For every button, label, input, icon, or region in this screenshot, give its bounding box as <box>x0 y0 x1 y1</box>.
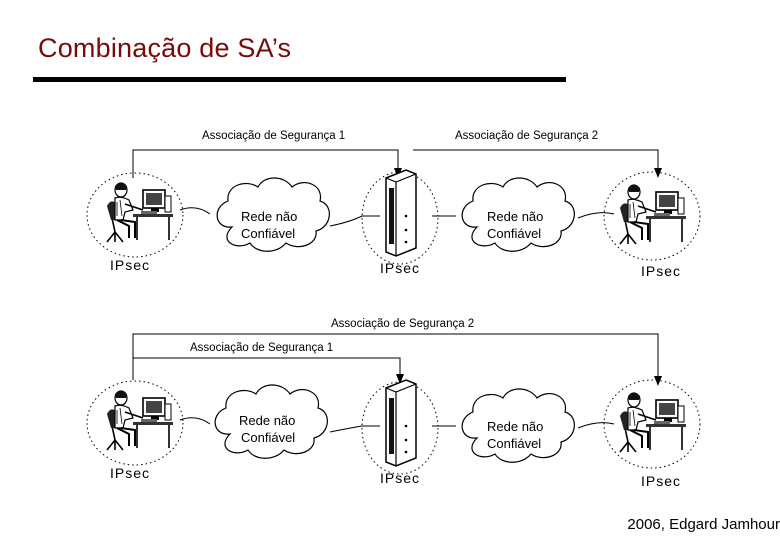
link-left-bottom <box>179 417 211 425</box>
workstation-user-icon <box>619 184 687 245</box>
ipsec-label-host-left-bottom: IPsec <box>110 465 150 481</box>
title-underline <box>33 77 566 82</box>
sa1-bracket-bottom <box>133 357 401 378</box>
link-right-bottom <box>577 422 615 429</box>
workstation-user-icon <box>106 182 174 243</box>
sa2-label-top: Associação de Segurança 2 <box>455 130 598 142</box>
cloud-left-line1-top: Rede não <box>241 209 297 224</box>
host-zone-right-bottom <box>603 379 701 469</box>
footer-credit: 2006, Edgard Jamhour <box>627 516 780 533</box>
ipsec-label-host-right-bottom: IPsec <box>641 473 681 489</box>
cloud-left-line2-bottom: Confiável <box>241 430 295 445</box>
link-left-top <box>179 207 211 215</box>
cloud-right-line2-bottom: Confiável <box>487 436 541 451</box>
sa2-arrowhead-bottom <box>654 376 662 386</box>
cloud-right-line1-top: Rede não <box>487 209 543 224</box>
top-diagram: Associação de Segurança 1 Associação de … <box>86 130 701 279</box>
bottom-diagram: Associação de Segurança 2 Associação de … <box>86 318 701 489</box>
sa2-arrowhead-top <box>654 168 662 178</box>
ipsec-label-gateway-top: IPsec <box>380 260 420 276</box>
gateway-router-icon <box>385 379 417 467</box>
sa1-arrowhead-bottom <box>396 374 404 384</box>
host-zone-right-top <box>603 171 701 261</box>
workstation-user-icon <box>619 392 687 453</box>
link-center-left-top <box>329 215 380 227</box>
cloud-right-line1-bottom: Rede não <box>487 419 543 434</box>
sa2-label-bottom: Associação de Segurança 2 <box>331 318 474 330</box>
host-zone-left-top <box>86 172 184 258</box>
link-center-left-bottom <box>329 425 380 433</box>
host-zone-left-bottom <box>86 380 184 466</box>
cloud-left-line2-top: Confiável <box>241 226 295 241</box>
link-right-top <box>577 212 615 219</box>
sa1-label-top: Associação de Segurança 1 <box>202 130 345 142</box>
sa1-label-bottom: Associação de Segurança 1 <box>190 342 333 354</box>
workstation-user-icon <box>106 390 174 451</box>
cloud-right-line2-top: Confiável <box>487 226 541 241</box>
sa2-bracket-bottom <box>132 333 659 380</box>
sa2-bracket-top <box>413 149 659 172</box>
sa1-bracket-top <box>132 149 399 178</box>
ipsec-label-host-left-top: IPsec <box>110 257 150 273</box>
ipsec-label-host-right-top: IPsec <box>641 263 681 279</box>
ipsec-label-gateway-bottom: IPsec <box>380 470 420 486</box>
slide-title: Combinação de SA’s <box>38 33 292 63</box>
gateway-router-icon <box>385 169 417 257</box>
cloud-left-line1-bottom: Rede não <box>239 413 295 428</box>
